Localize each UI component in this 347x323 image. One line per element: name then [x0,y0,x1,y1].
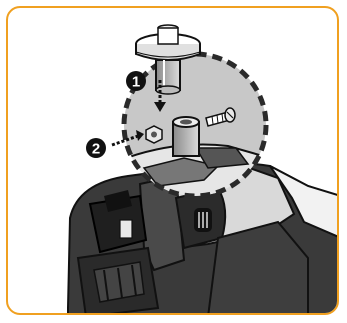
assembly-illustration: 1 2 [8,8,339,315]
callout-1-label: 1 [132,74,140,91]
callout-2-label: 2 [92,141,100,158]
callout-2: 2 [86,138,106,158]
hex-nut [146,126,162,143]
illustration-frame: 1 2 [6,6,339,315]
vent-grille [194,208,212,232]
callout-1: 1 [126,71,146,91]
